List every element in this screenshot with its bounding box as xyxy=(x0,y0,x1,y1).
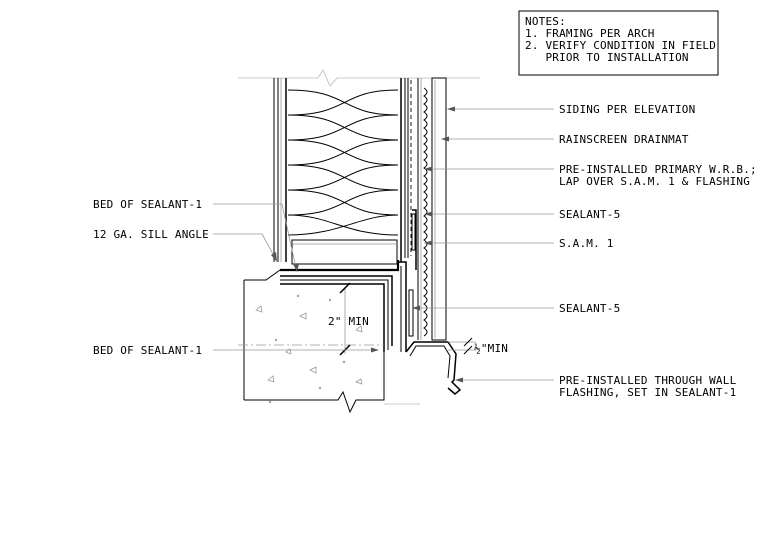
label-sill-angle: 12 GA. SILL ANGLE xyxy=(93,228,209,241)
notes-item-2: 2. VERIFY CONDITION IN FIELD xyxy=(525,39,716,52)
label-siding: SIDING PER ELEVATION xyxy=(559,103,695,116)
sealant-5-upper xyxy=(411,213,416,251)
notes-box: NOTES: 1. FRAMING PER ARCH 2. VERIFY CON… xyxy=(518,10,719,76)
notes-item-1: 1. FRAMING PER ARCH xyxy=(525,27,655,40)
right-callouts: SIDING PER ELEVATION RAINSCREEN DRAINMAT… xyxy=(559,103,757,399)
right-leaders xyxy=(412,106,554,383)
left-callouts: BED OF SEALANT-1 12 GA. SILL ANGLE BED O… xyxy=(93,198,209,357)
dimension-2-min: 2" MIN xyxy=(328,282,369,356)
siding-panel xyxy=(431,77,447,341)
label-flashing-line2: FLASHING, SET IN SEALANT-1 xyxy=(559,386,736,399)
label-wrb-line2: LAP OVER S.A.M. 1 & FLASHING xyxy=(559,175,750,188)
bottom-plate xyxy=(291,239,398,265)
notes-border xyxy=(518,10,719,76)
label-bed-of-sealant-lower: BED OF SEALANT-1 xyxy=(93,344,202,357)
dim-half-min-text: ½"MIN xyxy=(474,342,508,355)
label-flashing-line1: PRE-INSTALLED THROUGH WALL xyxy=(559,374,737,387)
label-wrb-line1: PRE-INSTALLED PRIMARY W.R.B.; xyxy=(559,163,757,176)
label-sealant-5-upper: SEALANT-5 xyxy=(559,208,620,221)
label-sam-1: S.A.M. 1 xyxy=(559,237,614,250)
rainscreen-drainmat xyxy=(417,78,428,340)
top-break-line xyxy=(238,69,480,87)
batt-insulation xyxy=(287,89,399,236)
label-bed-of-sealant-upper: BED OF SEALANT-1 xyxy=(93,198,202,211)
wall-framing xyxy=(273,78,412,262)
label-drainmat: RAINSCREEN DRAINMAT xyxy=(559,133,689,146)
notes-title: NOTES: xyxy=(525,15,566,28)
concrete-sill xyxy=(238,269,420,414)
flashing-layers xyxy=(397,209,462,395)
sill-plate xyxy=(280,239,400,352)
dimension-half-min: ½"MIN xyxy=(448,337,508,355)
label-sealant-5-lower: SEALANT-5 xyxy=(559,302,620,315)
notes-item-3: PRIOR TO INSTALLATION xyxy=(525,51,689,64)
sealant-5-lower xyxy=(408,289,414,337)
dim-2-min-text: 2" MIN xyxy=(328,315,369,328)
left-leaders xyxy=(213,203,379,353)
